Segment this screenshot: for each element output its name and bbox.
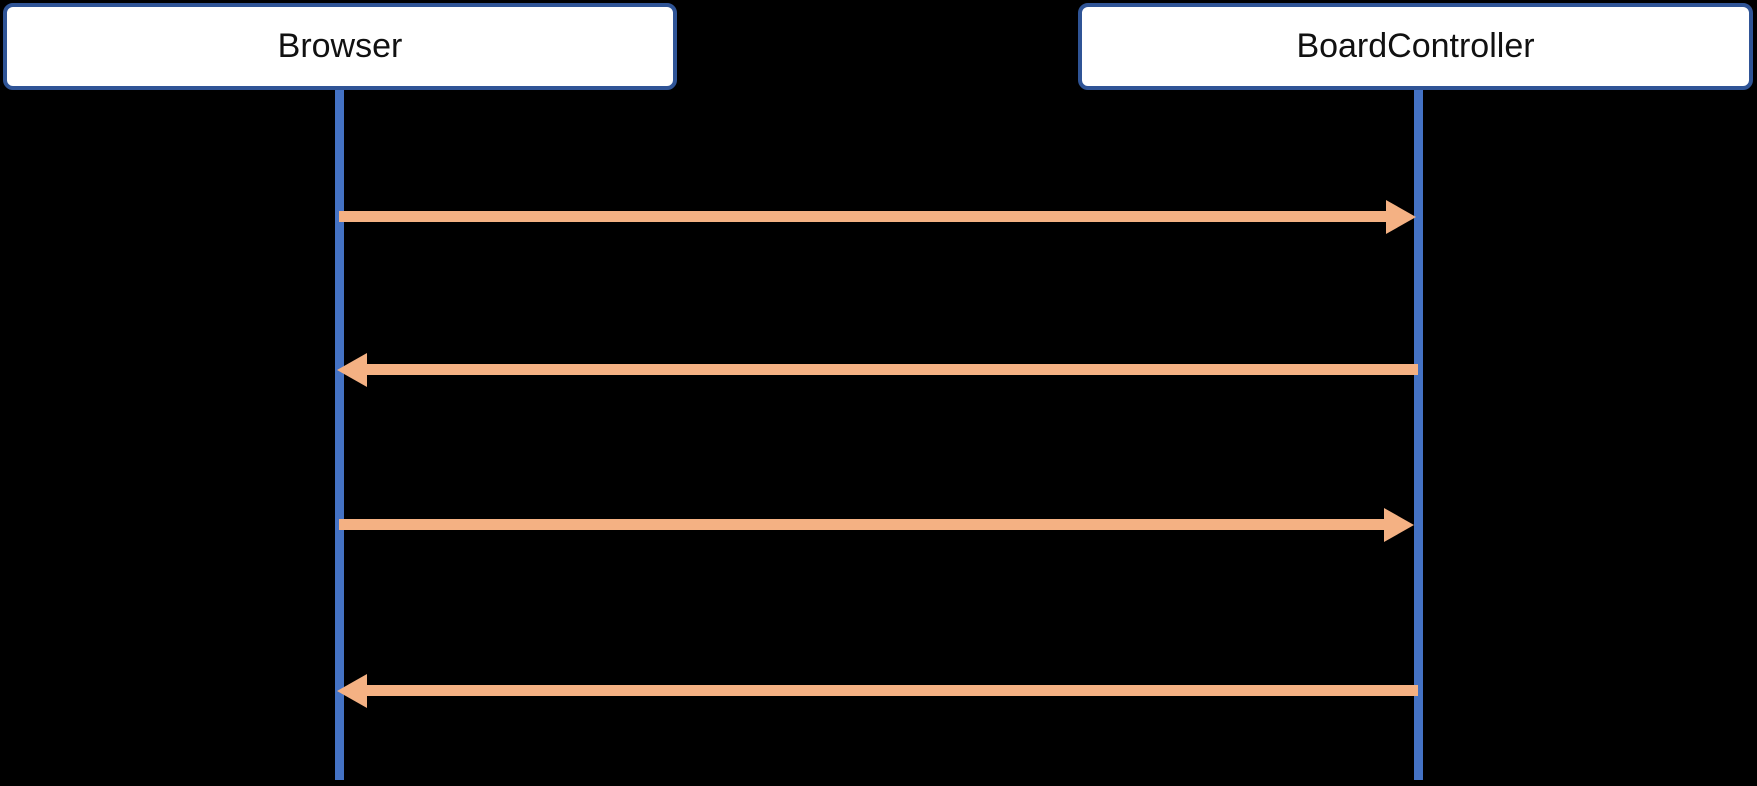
actor-box-boardcontroller: BoardController (1078, 3, 1753, 90)
arrowhead-right-icon (1386, 200, 1416, 234)
lifeline-boardcontroller (1414, 90, 1423, 780)
arrow-shaft (339, 211, 1388, 222)
actor-label-browser: Browser (277, 27, 403, 65)
lifeline-browser (335, 90, 344, 780)
arrow-shaft (365, 364, 1418, 375)
arrow-shaft (339, 519, 1386, 530)
actor-box-browser: Browser (3, 3, 677, 90)
message-arrow-4-boardcontroller-to-browser (337, 674, 1418, 708)
message-arrow-2-boardcontroller-to-browser (337, 353, 1418, 387)
arrowhead-right-icon (1384, 508, 1414, 542)
actor-label-boardcontroller: BoardController (1296, 27, 1535, 65)
arrowhead-left-icon (337, 674, 367, 708)
message-arrow-3-browser-to-boardcontroller (339, 508, 1414, 542)
message-arrow-1-browser-to-boardcontroller (339, 200, 1416, 234)
arrowhead-left-icon (337, 353, 367, 387)
arrow-shaft (365, 685, 1418, 696)
